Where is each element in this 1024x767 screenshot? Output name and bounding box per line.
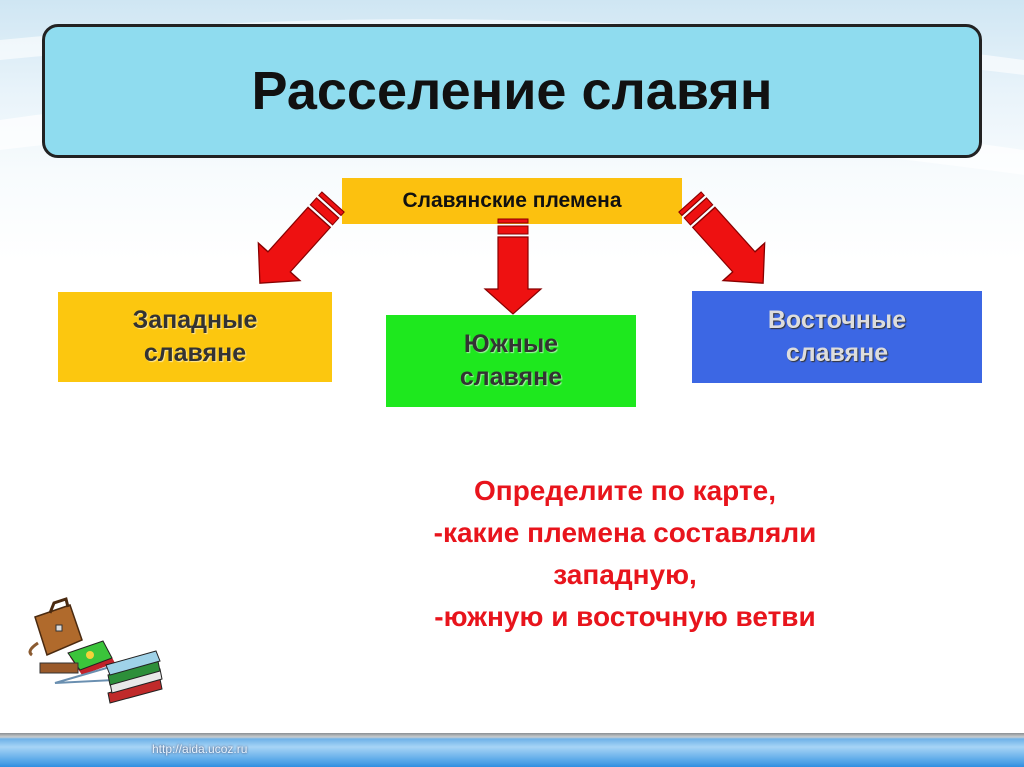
question-line: Определите по карте, [474, 475, 776, 506]
arrow-to-west [238, 182, 355, 303]
root-label: Славянские племена [402, 189, 622, 212]
green-book-icon [67, 640, 115, 675]
south-line-2: славяне [459, 363, 563, 391]
node-east-slavs: Восточные славяне [692, 291, 982, 383]
south-line-1: Южные [463, 330, 559, 358]
node-west-slavs: Западные славяне [58, 292, 332, 382]
slide-title: Расселение славян [251, 61, 773, 121]
briefcase-icon [28, 597, 83, 657]
west-line-1: Западные [132, 306, 258, 334]
question-line: западную, [553, 559, 697, 590]
root-node-slavic-tribes: Славянские племена [342, 178, 682, 224]
arrow-to-east [668, 182, 785, 303]
footer-url: http://aida.ucoz.ru [152, 742, 248, 756]
east-line-2: славяне [785, 339, 889, 367]
arrow-to-south [484, 218, 542, 315]
title-box: Расселение славян [42, 24, 982, 158]
footer-bar: http://aida.ucoz.ru [0, 733, 1024, 767]
question-text: Определите по карте, -какие племена сост… [330, 470, 920, 638]
book-stack-icon [105, 650, 163, 704]
school-supplies-clipart [28, 597, 163, 704]
east-line-1: Восточные [767, 306, 907, 334]
question-line: -какие племена составляли [433, 517, 817, 548]
question-line: -южную и восточную ветви [434, 601, 816, 632]
node-south-slavs: Южные славяне [386, 315, 636, 407]
pencil-case-icon [39, 662, 79, 674]
west-line-2: славяне [143, 339, 247, 367]
